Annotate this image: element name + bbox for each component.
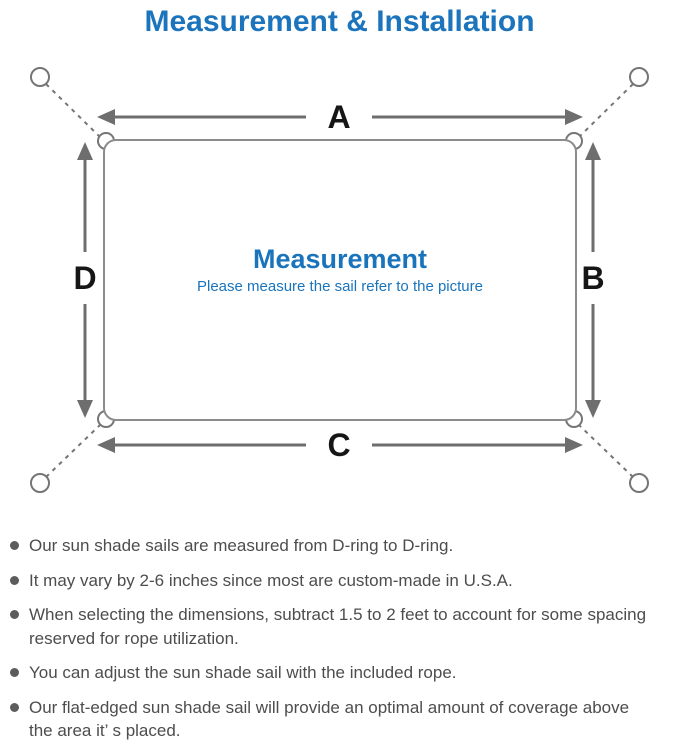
note-text: When selecting the dimensions, subtract …: [29, 605, 647, 648]
anchor-ring-bottom-left: [30, 473, 50, 493]
dimension-arrow-a: A: [97, 99, 583, 135]
bullet-icon: [10, 610, 19, 619]
note-text: Our sun shade sails are measured from D-…: [29, 536, 454, 555]
arrow-d-head-up-icon: [77, 142, 93, 160]
note-text: It may vary by 2-6 inches since most are…: [29, 570, 513, 590]
bullet-icon: [10, 702, 19, 712]
rope-dash-bottom-left: [45, 424, 101, 478]
list-item: When selecting the dimensions, subtract …: [10, 603, 649, 650]
arrow-c-head-right-icon: [565, 437, 583, 453]
dimension-arrow-d: D: [73, 142, 97, 418]
dimension-arrow-c: C: [97, 427, 583, 463]
diagram-center-subtitle: Please measure the sail refer to the pic…: [197, 278, 483, 295]
bullet-icon: [10, 668, 19, 677]
arrow-b-head-down-icon: [585, 400, 601, 418]
rope-dash-top-right: [578, 83, 634, 138]
dimension-label-d: D: [73, 260, 96, 296]
arrow-d-head-down-icon: [77, 400, 93, 418]
list-item: Our flat-edged sun shade sail will provi…: [10, 696, 649, 743]
note-text: Our flat-edged sun shade sail will provi…: [29, 697, 630, 741]
measurement-diagram-svg: A C D B Measurement Please meas: [30, 67, 649, 493]
dimension-label-b: B: [581, 260, 604, 296]
anchor-ring-bottom-right: [629, 473, 649, 493]
list-item: Our sun shade sails are measured from D-…: [10, 534, 649, 558]
sail-outline: [103, 139, 577, 421]
rope-dash-top-left: [45, 83, 101, 138]
anchor-ring-top-left: [30, 67, 50, 87]
bullet-icon: [10, 575, 19, 585]
measurement-diagram: A C D B Measurement Please meas: [0, 60, 679, 520]
bullet-icon: [10, 541, 19, 550]
list-item: It may vary by 2-6 inches since most are…: [10, 569, 649, 593]
arrow-a-head-left-icon: [97, 109, 115, 125]
dimension-label-a: A: [327, 99, 350, 135]
arrow-c-head-left-icon: [97, 437, 115, 453]
list-item: You can adjust the sun shade sail with t…: [10, 661, 649, 685]
dimension-arrow-b: B: [581, 142, 605, 418]
anchor-ring-top-right: [629, 67, 649, 87]
notes-list: Our sun shade sails are measured from D-…: [0, 534, 679, 743]
rope-dash-bottom-right: [578, 424, 634, 478]
arrow-b-head-up-icon: [585, 142, 601, 160]
diagram-center-title: Measurement: [253, 244, 427, 274]
page-title: Measurement & Installation: [144, 5, 535, 38]
dimension-label-c: C: [327, 427, 350, 463]
note-text: You can adjust the sun shade sail with t…: [29, 663, 457, 682]
arrow-a-head-right-icon: [565, 109, 583, 125]
